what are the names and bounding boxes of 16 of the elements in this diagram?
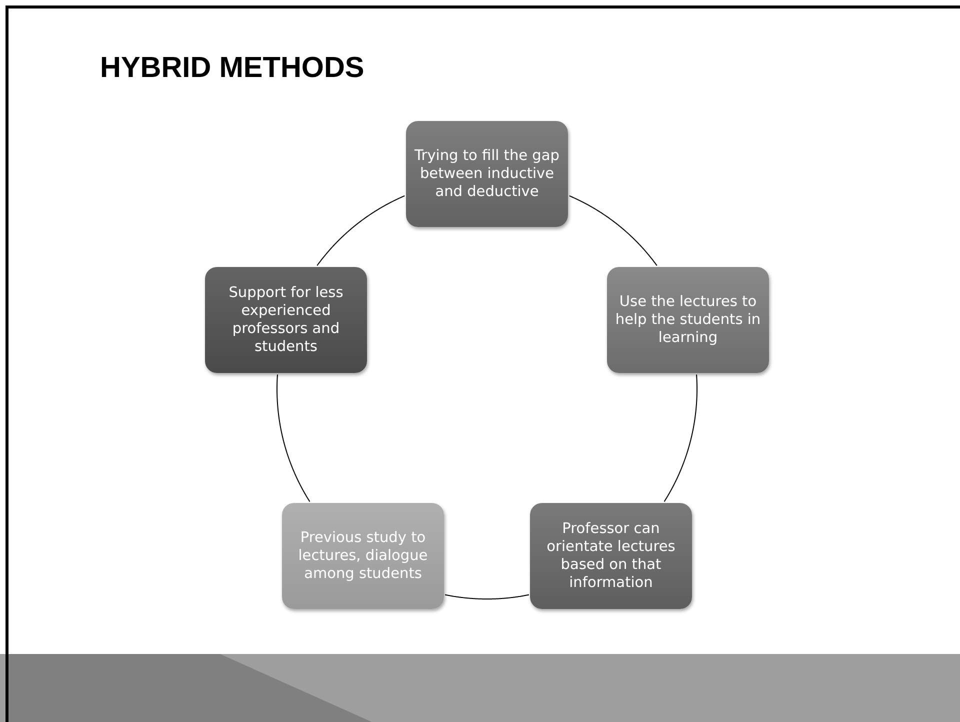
connector-arc: [444, 594, 530, 600]
connector-arc: [568, 195, 658, 266]
slide-title: HYBRID METHODS: [100, 52, 364, 85]
box-text: Professor can orientate lectures based on that information: [546, 520, 676, 592]
connector-arc: [276, 374, 310, 502]
process-box: [530, 503, 692, 609]
box-text: Trying to fill the gap between inductive and deductive: [414, 147, 560, 201]
process-box: [607, 267, 769, 373]
connector-arc: [664, 374, 698, 502]
box-text: Use the lectures to help the students in learning: [615, 293, 761, 347]
box-text: Previous study to lectures, dialogue among students: [297, 529, 429, 583]
process-box: [282, 503, 444, 609]
process-box: [406, 121, 568, 227]
connector-arc: [316, 195, 406, 266]
box-text: Support for less experienced professors and students: [228, 284, 344, 356]
process-box: [205, 267, 367, 373]
